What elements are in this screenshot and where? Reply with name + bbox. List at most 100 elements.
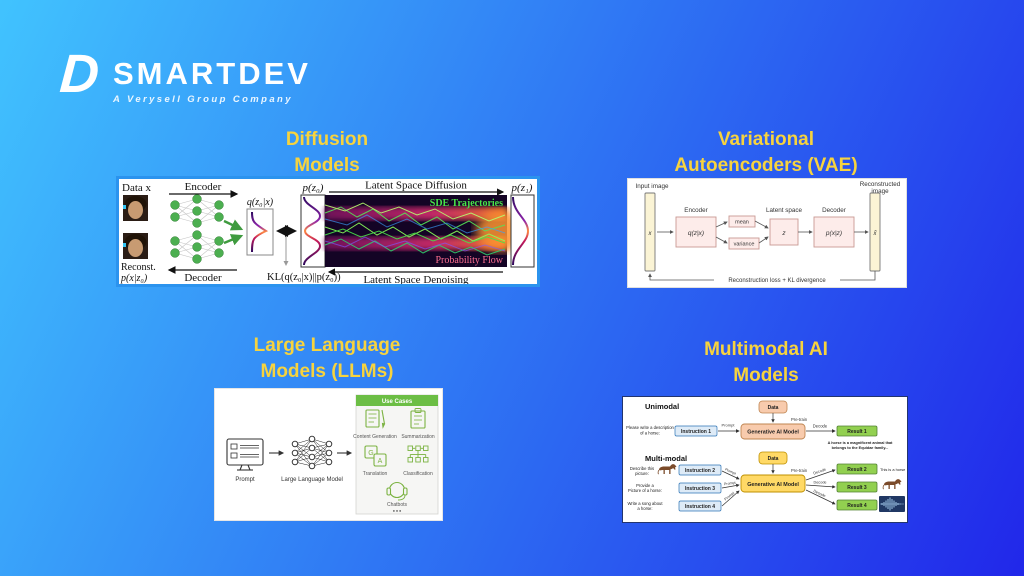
latent-diffusion-label: Latent Space Diffusion [365, 180, 467, 192]
prompt1-line1: Please write a description [626, 425, 674, 430]
p-z1-box [510, 194, 535, 268]
mean-label: mean [735, 220, 749, 226]
prompt4-line1: Write a song about [627, 501, 663, 506]
vae-title-line2: Autoencoders (VAE) [674, 154, 858, 176]
reconstructed-label-line2: image [871, 188, 889, 195]
brand-tagline: A Verysell Group Company [113, 94, 293, 105]
result1-caption-line1: A horse is a magnificent animal that [828, 441, 894, 445]
green-arrow-bottom [223, 234, 244, 246]
encoder-network [170, 194, 224, 228]
input-image-label: Input image [636, 183, 669, 190]
llm-svg: Prompt Large Language Model Use Cases [226, 394, 439, 515]
gen-model-box-multimodal [740, 474, 806, 493]
llm-title: Large Language Models (LLMs) [187, 333, 467, 384]
multimodal-heading: Multi-modal [645, 454, 687, 463]
prompt-label: Prompt [235, 477, 255, 483]
gen-model-label-unimodal: Generative AI Model [747, 430, 799, 436]
probability-flow-label: Probability Flow [435, 255, 503, 266]
q-z-x: q(z|x) [688, 230, 704, 237]
encoder-box [675, 216, 717, 248]
decoder-label: Decoder [822, 207, 846, 214]
prompt3-line2: Picture of a horse: [628, 488, 662, 493]
classification-label: Classification [403, 471, 433, 477]
arrow-variance-z [758, 236, 769, 244]
variance-box [728, 237, 760, 250]
diffusion-diagram: Data x Reconst. p(x|z₀) Encoder Decoder [116, 176, 540, 287]
instruction1-label: Instruction 1 [681, 429, 711, 435]
p-z1-curve [512, 196, 530, 266]
sde-trajectories-label: SDE Trajectories [430, 198, 503, 209]
data-label-unimodal: Data [768, 405, 779, 411]
prompt3-arrow-label: Prompt [724, 481, 736, 487]
data-x-label: Data x [122, 182, 152, 194]
logo-text: SMARTDEV A Verysell Group Company [113, 52, 311, 105]
p-z0-curve [303, 196, 322, 266]
instruction3-label: Instruction 3 [685, 486, 715, 492]
vae-title-line1: Variational [717, 129, 815, 150]
sde-trajectory-lines [324, 202, 506, 256]
decoder-network [170, 230, 224, 264]
diffusion-title: Diffusion Models [187, 127, 467, 178]
reconstructed-label-line1: Reconstructed [860, 181, 901, 188]
decode4-label: Decode [813, 489, 827, 498]
q-distribution-curve [251, 211, 269, 253]
prompt4-arrow-label: Prompt [724, 491, 736, 501]
translation-label: Translation [363, 471, 388, 477]
diffusion-title-line1: Diffusion [285, 129, 369, 150]
vae-diagram: Input image Reconstructed image Encoder … [627, 178, 907, 288]
z-label: z [781, 230, 786, 237]
output-x-hat: x̂ [873, 231, 878, 237]
input-bar [644, 192, 656, 272]
multimodal-svg: Unimodal Please write a description of a… [626, 400, 905, 512]
mean-box [728, 215, 756, 228]
q-z0-x-label: q(z₀|x) [247, 197, 274, 208]
latent-space-label: Latent space [766, 207, 803, 214]
use-cases-title: Use Cases [382, 399, 413, 405]
translation-icon: G A [364, 445, 387, 467]
result3-horse-icon [882, 478, 902, 490]
content-generation-icon [365, 409, 386, 429]
green-arrow-top [223, 219, 244, 231]
p-x-z: p(x|z) [825, 230, 842, 237]
llm-title-line1: Large Language [253, 335, 401, 356]
diffusion-title-line2: Models [294, 154, 360, 176]
face-photo-bottom [123, 233, 148, 259]
result4-label: Result 4 [847, 503, 867, 509]
variance-label: variance [734, 242, 755, 248]
unimodal-heading: Unimodal [645, 402, 679, 411]
result1-caption-line2: belongs to the Equidae family... [832, 446, 889, 450]
summarization-label: Summarization [401, 434, 435, 440]
horse-photo-icon [657, 463, 677, 475]
pretrain-label-unimodal: Pre-train [791, 417, 808, 422]
latent-denoising-label: Latent Space Denoising [363, 274, 469, 284]
chatbots-label: Chatbots [387, 502, 408, 508]
classification-icon [407, 445, 429, 463]
result2-label: Result 2 [847, 467, 867, 473]
prompt4-line2: a horse: [637, 506, 652, 511]
instruction1-box [674, 425, 718, 437]
smartdev-d-icon: D [57, 44, 102, 104]
decode-arrows-multimodal [805, 469, 836, 505]
vae-svg: Input image Reconstructed image Encoder … [636, 181, 901, 284]
pretrain-label-multimodal: Pre-train [791, 468, 808, 473]
use-cases-header [356, 395, 438, 406]
decode1-label: Decode [813, 424, 828, 429]
loss-label: Reconstruction loss + KL divergence [728, 278, 826, 284]
multimodal-title: Multimodal AI Models [626, 337, 906, 388]
instruction4-label: Instruction 4 [685, 504, 715, 510]
p-z0-label: p(z₀) [302, 182, 324, 194]
encoder-label: Encoder [684, 207, 707, 214]
llm-title-line2: Models (LLMs) [260, 360, 394, 382]
latent-heatmap: SDE Trajectories Probability Flow [324, 195, 524, 267]
result1-label: Result 1 [847, 429, 867, 435]
encoder-label: Encoder [185, 181, 222, 193]
smartdev-logo: D SMARTDEV A Verysell Group Company [57, 44, 311, 105]
decode2-label: Decode [813, 468, 827, 476]
gen-model-box-unimodal [740, 423, 806, 440]
multimodal-title-line2: Models [733, 364, 799, 386]
use-cases-panel: Use Cases G [353, 394, 439, 515]
p-x-z0-label: p(x|z₀) [120, 273, 148, 284]
result2-caption: This is a horse [880, 467, 905, 472]
arrow-mean-z [754, 220, 769, 229]
llm-network-icon [291, 435, 333, 470]
